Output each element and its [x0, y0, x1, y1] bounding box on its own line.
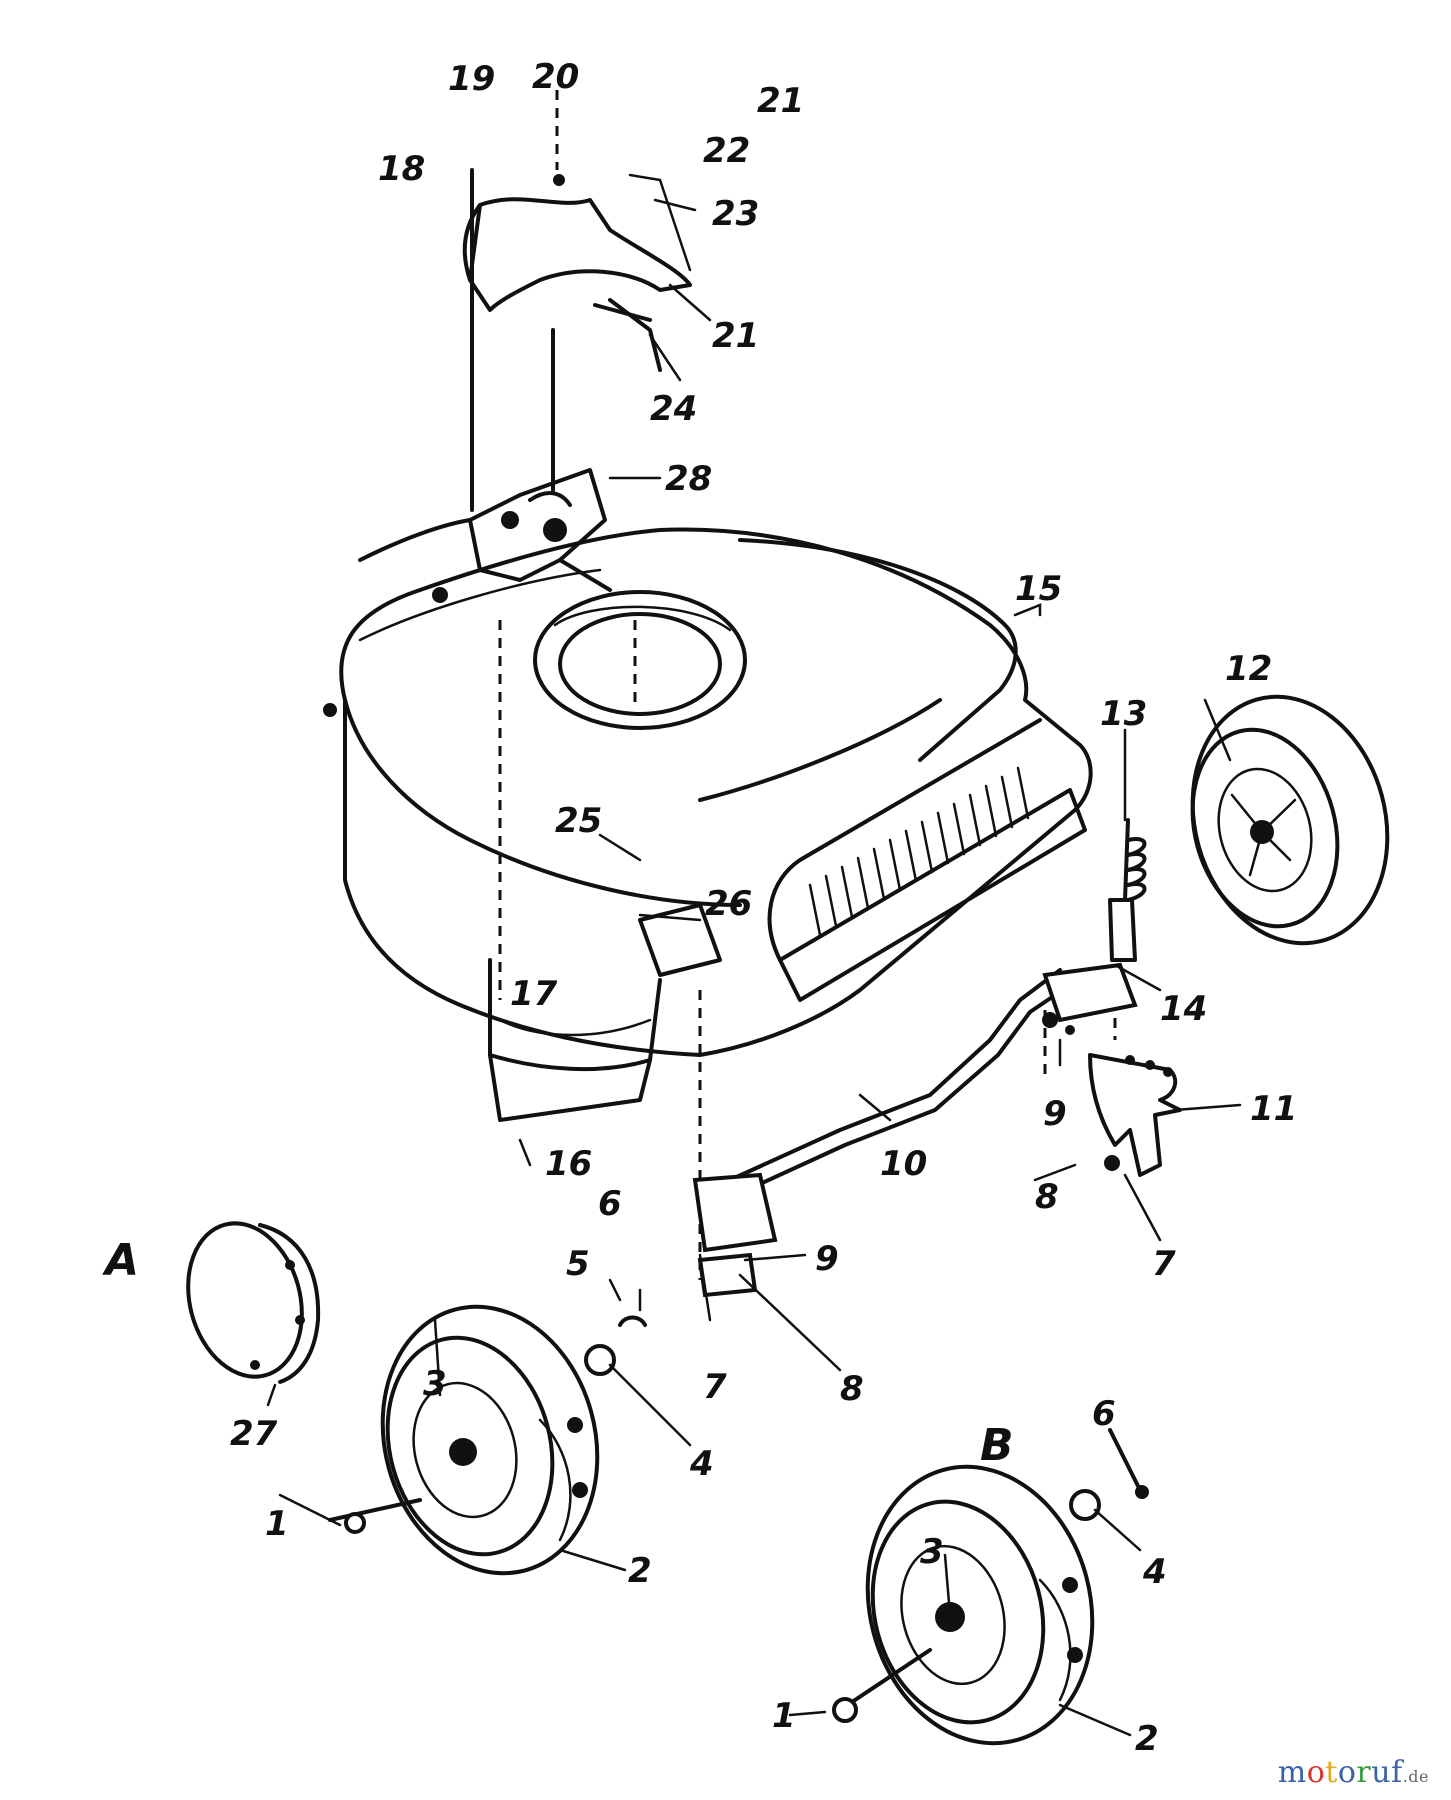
callout-10: 10	[880, 1144, 927, 1184]
callout-7a: 7	[703, 1367, 727, 1407]
callout-20: 20	[532, 57, 579, 97]
watermark-suffix: .de	[1402, 1767, 1429, 1786]
watermark-letter: uf	[1371, 1755, 1403, 1790]
callout-16: 16	[545, 1144, 592, 1184]
engine-mount-bracket	[358, 468, 612, 592]
callout-3b: 3	[920, 1532, 944, 1572]
callout-8a: 8	[840, 1369, 864, 1409]
height-adjust-rod	[692, 962, 1138, 1298]
callout-27: 27	[230, 1414, 278, 1454]
spring	[1108, 818, 1147, 962]
callout-13: 13	[1100, 694, 1147, 734]
mower-deck	[323, 527, 1093, 1122]
watermark-letter: o	[1337, 1755, 1357, 1790]
callout-21b: 21	[712, 316, 759, 356]
front-right-wheel	[1190, 694, 1390, 946]
callout-9a: 9	[815, 1239, 839, 1279]
callout-6a: 6	[598, 1184, 622, 1224]
callout-4a: 4	[689, 1444, 714, 1484]
callout-leaders	[266, 198, 1242, 1737]
callout-8b: 8	[1035, 1177, 1059, 1217]
height-lever	[1042, 1012, 1182, 1177]
rear-wheel-a	[328, 1304, 647, 1576]
callout-1a: 1	[265, 1504, 289, 1544]
callout-24: 24	[650, 389, 697, 429]
callout-2a: 2	[628, 1551, 652, 1591]
callout-4b: 4	[1142, 1552, 1167, 1592]
callout-15: 15	[1015, 569, 1062, 609]
callout-1b: 1	[772, 1696, 796, 1736]
callout-21a: 21	[757, 81, 804, 121]
callout-18: 18	[378, 149, 425, 189]
assembly-lines	[470, 90, 1117, 1280]
callout-22: 22	[703, 131, 750, 171]
watermark-letter: m	[1277, 1755, 1307, 1790]
callout-28: 28	[665, 459, 712, 499]
callout-7b: 7	[1152, 1244, 1176, 1284]
view-label-b: B	[980, 1420, 1014, 1471]
callout-9b: 9	[1043, 1094, 1067, 1134]
callouts: 1 1 2 2 3 3 4 4 5 6 6 7 7 8 8 9 9 10 11 …	[230, 57, 1297, 1759]
callout-5: 5	[566, 1244, 590, 1284]
view-label-a: A	[102, 1235, 139, 1286]
callout-11: 11	[1250, 1089, 1297, 1129]
site-watermark: motoruf.de	[1278, 1755, 1429, 1790]
deck-vents	[808, 766, 1030, 937]
callout-17: 17	[510, 974, 558, 1014]
grass-deflector	[462, 173, 692, 372]
callout-14: 14	[1160, 989, 1207, 1029]
hubcap	[186, 1221, 321, 1384]
callout-12: 12	[1225, 649, 1272, 689]
callout-25: 25	[555, 801, 602, 841]
watermark-letter: t	[1325, 1755, 1338, 1790]
watermark-letter: o	[1306, 1755, 1326, 1790]
callout-6b: 6	[1092, 1394, 1116, 1434]
watermark-letter: r	[1356, 1755, 1372, 1790]
callout-3a: 3	[423, 1364, 447, 1404]
callout-19: 19	[448, 59, 495, 99]
callout-23: 23	[712, 194, 759, 234]
callout-26: 26	[705, 884, 752, 924]
rear-wheel-b	[832, 1428, 1149, 1746]
callout-2b: 2	[1135, 1719, 1159, 1759]
